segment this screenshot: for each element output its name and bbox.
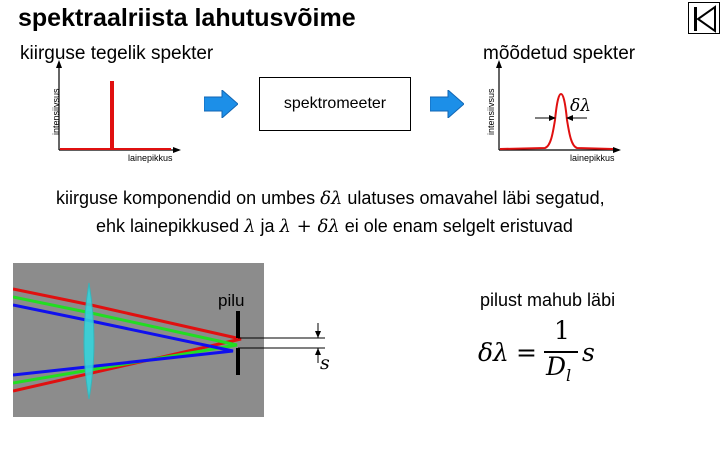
fraction-bar (544, 351, 578, 353)
explanation-text: ja (255, 216, 280, 236)
right-heading: mõõdetud spekter (483, 43, 636, 64)
linewidth-symbol: δλ (570, 96, 592, 116)
explanation-line-2: ehk lainepikkused λ ja λ + δλ ei ole ena… (96, 216, 573, 237)
spectrometer-box: spektromeeter (259, 77, 411, 131)
left-heading: kiirguse tegelik spekter (20, 43, 214, 64)
explanation-text: ulatuses omavahel läbi segatud, (342, 188, 605, 208)
explanation-text: ehk lainepikkused (96, 216, 245, 236)
slide-title: spektraalriista lahutusvõime (18, 4, 356, 32)
math-symbol: λ (244, 216, 256, 237)
resolution-formula: δλ = 1 D l s (478, 316, 618, 386)
spectrometer-label: spektromeeter (283, 95, 387, 112)
math-symbol: λ + δλ (279, 216, 340, 237)
ray-blue (13, 303, 234, 377)
formula-lhs: δλ (478, 338, 509, 367)
math-symbol: δλ (320, 188, 343, 209)
formula-equals: = (516, 338, 537, 367)
true-spectrum-graph (56, 60, 181, 153)
explanation-line-1: kiirguse komponendid on umbes δλ ulatuse… (56, 188, 605, 209)
arrow-right-icon (204, 90, 238, 118)
lens (83, 282, 95, 400)
arrow-right-icon (430, 90, 464, 118)
formula-factor: s (582, 338, 595, 367)
formula-denominator: D (546, 352, 567, 381)
left-y-axis-label: intensiivsus (51, 88, 61, 135)
left-x-axis-label: lainepikkus (128, 153, 173, 163)
optics-diagram (13, 282, 325, 400)
back-to-start-button[interactable] (688, 2, 720, 34)
right-x-axis-label: lainepikkus (570, 153, 615, 163)
explanation-text: ei ole enam selgelt eristuvad (339, 216, 573, 236)
measured-spectrum-graph (496, 60, 621, 153)
spectral-line (60, 81, 171, 150)
formula-denominator-sub: l (566, 366, 572, 385)
back-to-start-icon (694, 5, 716, 33)
formula-numerator: 1 (554, 316, 570, 345)
slit-label: pilu (218, 291, 245, 310)
broadened-line (499, 92, 614, 150)
right-y-axis-label: intensiivsus (486, 88, 496, 135)
slit-width-symbol: s (320, 352, 330, 374)
optics-panel (13, 263, 264, 417)
explanation-text: kiirguse komponendid on umbes (56, 188, 321, 208)
formula-intro: pilust mahub läbi (480, 290, 616, 310)
